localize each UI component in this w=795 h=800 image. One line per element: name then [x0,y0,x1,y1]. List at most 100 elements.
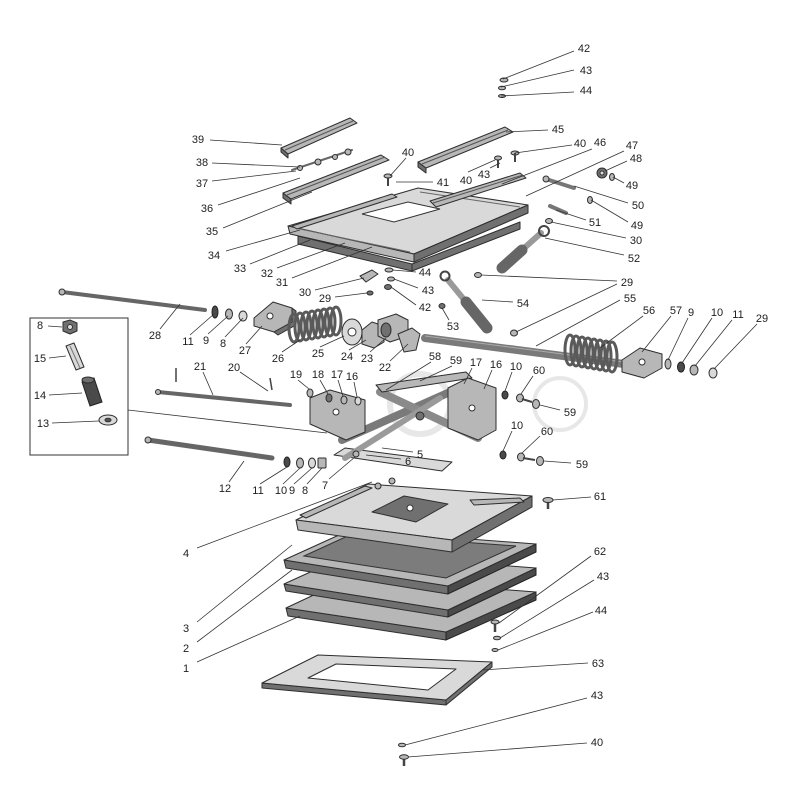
callout-22: 22 [379,362,391,374]
callout-10: 10 [711,307,723,319]
leader-line [282,467,301,485]
callout-4: 4 [183,548,189,560]
leader-line [225,229,301,252]
leader-line [521,435,541,454]
leader-line [520,375,534,395]
callout-31: 31 [276,277,288,289]
leader-line [369,337,387,353]
leader-line [480,274,618,282]
leader-line [573,185,629,204]
leader-line [499,579,595,639]
leader-line [293,467,313,485]
leader-line [535,299,621,347]
leader-line [196,569,293,643]
leader-line [481,299,514,303]
callout-49: 49 [631,220,643,232]
leader-line [306,467,323,485]
leader-line [259,466,288,485]
leader-line [48,355,67,359]
callout-40: 40 [591,737,603,749]
leader-line [47,325,63,328]
leader-line [552,496,592,501]
callout-23: 23 [361,353,373,365]
callout-1: 1 [183,663,189,675]
callout-39: 39 [192,134,204,146]
leader-line [314,277,365,291]
leader-line [694,319,733,367]
callout-38: 38 [196,157,208,169]
leader-line [202,371,214,396]
bolts-10-60-59-lower [499,450,544,466]
callout-42: 42 [578,43,590,55]
callout-27: 27 [239,345,251,357]
callout-55: 55 [624,293,636,305]
leader-line [365,454,402,460]
leader-line [463,367,473,385]
callout-42: 42 [419,302,431,314]
leader-line [500,69,575,88]
leader-line [276,242,346,269]
shock-absorber-52 [496,225,550,274]
callout-33: 33 [234,263,246,275]
leader-line [543,460,572,464]
callout-8: 8 [37,320,43,332]
bolt-61 [542,497,554,509]
bolts-10-60-59-upper [501,390,540,409]
callout-7: 7 [322,480,328,492]
leader-line [189,313,215,336]
callout-32: 32 [261,268,273,280]
leader-line [501,148,593,185]
leader-line [196,481,373,549]
leader-line [281,339,301,353]
leader-line [599,315,644,349]
top-frame-34 [287,187,529,272]
callout-36: 36 [201,203,213,215]
leader-line [489,162,501,169]
leader-line [713,323,758,370]
callout-45: 45 [552,124,564,136]
callout-44: 44 [580,85,592,97]
callout-16: 16 [490,359,502,371]
callout-5: 5 [417,449,423,461]
leader-line [211,170,297,182]
callout-49: 49 [626,180,638,192]
leader-line [207,315,229,335]
leader-line [497,611,594,651]
leader-line [612,176,625,184]
callout-60: 60 [533,365,545,377]
callout-35: 35 [206,226,218,238]
callout-9: 9 [688,307,694,319]
leader-line [407,742,588,758]
leader-line [590,199,629,223]
callout-11: 11 [252,485,263,497]
leader-line [217,177,301,206]
callout-17: 17 [470,357,482,369]
callout-40: 40 [574,138,586,150]
spring-56 [563,333,619,374]
callout-59: 59 [576,459,588,471]
leader-line [291,246,373,279]
leader-line [334,292,368,298]
callout-10: 10 [275,485,287,497]
bracket-57 [621,347,663,379]
callout-29: 29 [621,277,633,289]
leader-line [224,317,244,338]
callout-59: 59 [450,355,462,367]
callout-43: 43 [580,65,592,77]
leader-line [389,343,409,362]
rail-39 [280,117,358,159]
callout-43: 43 [591,690,603,702]
bolts-40-43 [383,150,520,186]
leader-line [514,144,573,154]
leader-line [515,283,618,333]
callout-48: 48 [630,153,642,165]
callout-17: 17 [331,369,343,381]
leader-line [550,221,627,239]
leader-line [483,369,493,390]
leader-line [48,392,83,396]
leader-line [249,239,311,265]
leader-line [211,162,301,168]
parts-25-24-23-22 [341,313,421,353]
leader-line [51,420,100,424]
